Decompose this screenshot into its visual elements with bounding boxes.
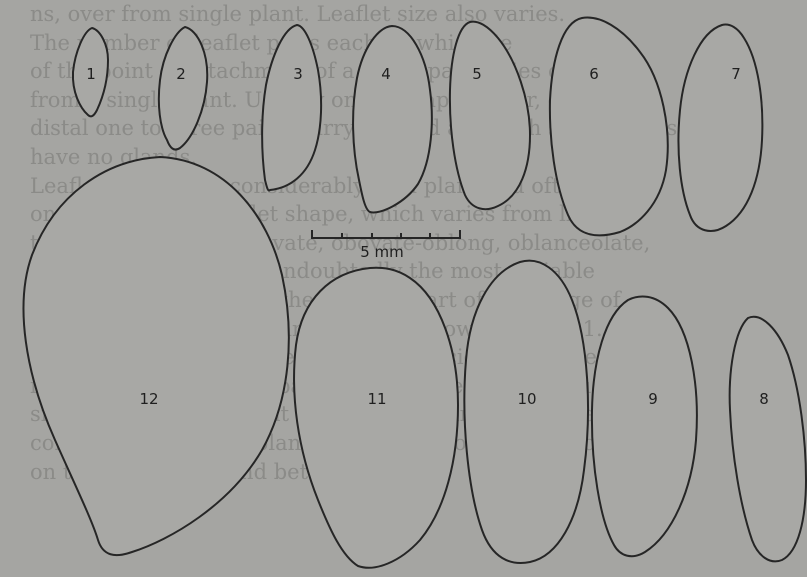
leaflet-label-4: 4 — [381, 65, 391, 83]
scale-label: 5 mm — [360, 243, 404, 261]
leaflet-8: 8 — [730, 317, 806, 562]
leaflet-11: 11 — [294, 268, 458, 568]
leaflet-12: 12 — [24, 157, 289, 555]
leaflet-label-3: 3 — [293, 65, 303, 83]
leaflet-6: 6 — [550, 18, 668, 236]
leaflet-10: 10 — [464, 261, 588, 563]
leaflet-label-10: 10 — [517, 390, 536, 408]
scale-bar: 5 mm — [312, 230, 460, 261]
leaflet-2: 2 — [159, 27, 207, 150]
leaflet-7: 7 — [678, 25, 762, 231]
leaflet-label-12: 12 — [139, 390, 158, 408]
leaflet-label-2: 2 — [176, 65, 186, 83]
leaflet-4: 4 — [353, 26, 432, 212]
leaflet-label-9: 9 — [648, 390, 658, 408]
leaflet-5: 5 — [450, 22, 530, 210]
leaflet-9: 9 — [592, 296, 697, 556]
leaflet-label-6: 6 — [589, 65, 599, 83]
leaflet-label-11: 11 — [367, 390, 386, 408]
leaflet-3: 3 — [262, 25, 321, 191]
leaflet-label-5: 5 — [472, 65, 482, 83]
leaflet-label-8: 8 — [759, 390, 769, 408]
leaflet-1: 1 — [73, 28, 108, 116]
leaflet-label-1: 1 — [86, 65, 96, 83]
leaflet-label-7: 7 — [731, 65, 741, 83]
